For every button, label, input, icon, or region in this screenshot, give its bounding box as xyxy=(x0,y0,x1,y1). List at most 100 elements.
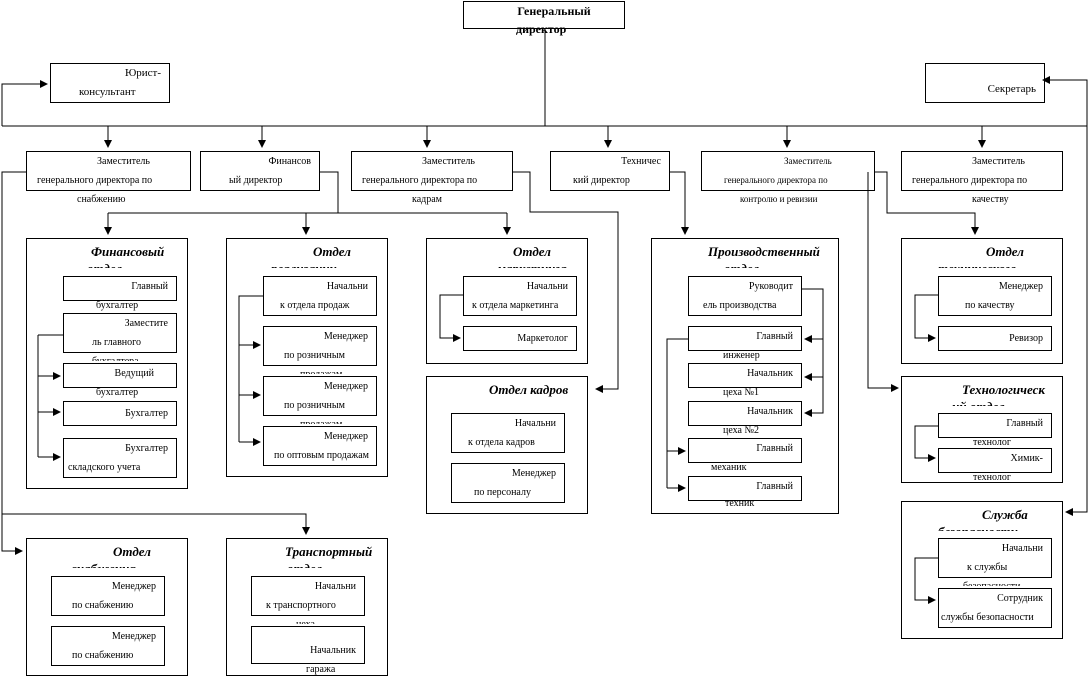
personnel-manager-line1: Менеджер xyxy=(511,468,556,479)
accountant-label: Бухгалтер xyxy=(125,408,168,419)
finance-director-box: Финансов ый директор xyxy=(200,151,320,191)
shop2-head-box: Начальник цеха №2 xyxy=(688,401,802,436)
lead-accountant-line2: бухгалтер xyxy=(96,387,139,398)
sales-department-title-line2: реализации xyxy=(271,261,337,276)
chief-accountant-box: Главный бухгалтер xyxy=(63,276,177,311)
chief-accountant-line1: Главный xyxy=(131,281,168,292)
security-service-title: Служба xyxy=(982,507,1028,522)
sales-head-line2: к отдела продаж xyxy=(280,300,350,311)
production-department-title: Производственный xyxy=(708,244,820,259)
chief-accountant-line2: бухгалтер xyxy=(96,300,139,311)
chief-technician-box: Главный техник xyxy=(688,476,802,509)
security-head-box: Начальни к службы безопасности xyxy=(938,538,1052,586)
financial-department-title-line2: отдел xyxy=(87,261,123,276)
retail-manager-1-line2: по розничным xyxy=(284,350,345,361)
chief-technician-line1: Главный xyxy=(756,481,793,492)
marketing-department: Отдел маркетинга xyxy=(426,238,588,364)
security-service-title-line2: безопасности xyxy=(938,524,1018,539)
deputy-quality-box: Заместитель генерального директора по ка… xyxy=(901,151,1063,205)
chemist-technologist-line2: технолог xyxy=(973,472,1011,483)
supply-manager-2-box: Менеджер по снабжению xyxy=(51,626,165,666)
auditor-box: Ревизор xyxy=(938,326,1052,351)
general-director-title-line1: Генеральный xyxy=(517,4,591,18)
deputy-quality-line2: генерального директора по xyxy=(912,175,1028,186)
shop1-head-box: Начальник цеха №1 xyxy=(688,363,802,398)
personnel-head-line1: Начальни xyxy=(514,418,556,429)
warehouse-accountant-box: Бухгалтер складского учета xyxy=(63,438,177,478)
deputy-chief-accountant-box: Заместите ль главного бухгалтера xyxy=(63,313,177,361)
secretary-box: Секретарь xyxy=(925,63,1045,103)
deputy-hr-line3: кадрам xyxy=(412,194,442,205)
transport-head-line2: к транспортного xyxy=(266,600,336,611)
shop1-head-line2: цеха №1 xyxy=(723,387,760,398)
deputy-hr-line2: генерального директора по xyxy=(362,175,478,186)
chief-technician-line2: техник xyxy=(725,498,755,509)
sales-department-title: Отдел xyxy=(313,244,351,259)
sales-department: Отдел реализации xyxy=(226,238,388,477)
lawyer-label-line2: консультант xyxy=(79,86,136,98)
supply-department: Отдел снабжения xyxy=(26,538,188,676)
deputy-quality-line3: качеству xyxy=(972,194,1009,205)
transport-head-line1: Начальни xyxy=(314,581,356,592)
personnel-department-title: Отдел кадров xyxy=(489,382,569,397)
shop2-head-line2: цеха №2 xyxy=(723,425,760,436)
transport-head-box: Начальни к транспортного цеха xyxy=(251,576,365,624)
technology-department-title: Технологическ xyxy=(962,382,1045,397)
technical-director-line1: Техничес xyxy=(621,156,661,167)
technical-director-line2: кий директор xyxy=(573,175,630,186)
quality-manager-box: Менеджер по качеству xyxy=(938,276,1052,316)
security-service: Служба безопасности xyxy=(901,501,1063,639)
shop2-head-line1: Начальник xyxy=(747,406,793,417)
warehouse-accountant-line2: складского учета xyxy=(68,462,141,473)
supply-manager-2-line2: по снабжению xyxy=(72,650,134,661)
retail-manager-1-box: Менеджер по розничным продажам xyxy=(263,326,377,374)
technical-control-department-title-line2: технического xyxy=(938,261,1017,276)
marketing-department-title: Отдел xyxy=(513,244,551,259)
general-director-title-line2: директор xyxy=(516,22,567,36)
deputy-quality-line1: Заместитель xyxy=(972,156,1025,167)
deputy-chief-accountant-line2: ль главного xyxy=(92,337,141,348)
production-head-line1: Руководит xyxy=(748,281,793,292)
marketing-head-box: Начальни к отдела маркетинга xyxy=(463,276,577,316)
finance-director-line2: ый директор xyxy=(229,175,283,186)
lawyer-label-line1: Юрист- xyxy=(124,67,161,79)
garage-head-line1: Начальник xyxy=(310,645,356,656)
deputy-control-box: Заместитель генерального директора по ко… xyxy=(701,151,875,204)
chief-mechanic-line2: механик xyxy=(711,462,747,473)
security-head-line1: Начальни xyxy=(1001,543,1043,554)
quality-manager-line1: Менеджер xyxy=(998,281,1043,292)
sales-head-line1: Начальни xyxy=(326,281,368,292)
supply-department-title-line2: снабжения xyxy=(71,561,136,576)
deputy-hr-line1: Заместитель xyxy=(422,156,475,167)
production-department: Производственный отдел xyxy=(651,238,839,514)
security-head-line2: к службы xyxy=(967,562,1008,573)
personnel-manager-line2: по персоналу xyxy=(474,487,531,498)
lawyer-box: Юрист- консультант xyxy=(50,63,170,103)
warehouse-accountant-line1: Бухгалтер xyxy=(125,443,168,454)
technical-director-box: Техничес кий директор xyxy=(550,151,670,191)
marketing-head-line1: Начальни xyxy=(526,281,568,292)
lead-accountant-line1: Ведущий xyxy=(114,368,154,379)
personnel-head-line2: к отдела кадров xyxy=(468,437,535,448)
transport-department-title: Транспортный xyxy=(285,544,373,559)
lead-accountant-box: Ведущий бухгалтер xyxy=(63,363,177,398)
deputy-control-line2: генерального директора по xyxy=(724,175,828,185)
retail-manager-1-line3: продажам xyxy=(300,369,343,380)
wholesale-manager-line2: по оптовым продажам xyxy=(274,450,369,461)
retail-manager-2-line3: продажам xyxy=(300,419,343,430)
supply-manager-2-line1: Менеджер xyxy=(111,631,156,642)
deputy-chief-accountant-line1: Заместите xyxy=(124,318,168,329)
auditor-label: Ревизор xyxy=(1009,333,1043,344)
chief-engineer-line1: Главный xyxy=(756,331,793,342)
chief-mechanic-line1: Главный xyxy=(756,443,793,454)
retail-manager-2-box: Менеджер по розничным продажам xyxy=(263,376,377,424)
chemist-technologist-line1: Химик- xyxy=(1010,453,1043,464)
production-head-box: Руководит ель производства xyxy=(688,276,802,316)
chief-engineer-line2: инженер xyxy=(723,350,760,361)
marketing-head-line2: к отдела маркетинга xyxy=(472,300,559,311)
chief-technologist-line1: Главный xyxy=(1006,418,1043,429)
deputy-supply-line1: Заместитель xyxy=(97,156,150,167)
wholesale-manager-box: Менеджер по оптовым продажам xyxy=(263,426,377,466)
personnel-head-box: Начальни к отдела кадров xyxy=(451,413,565,453)
